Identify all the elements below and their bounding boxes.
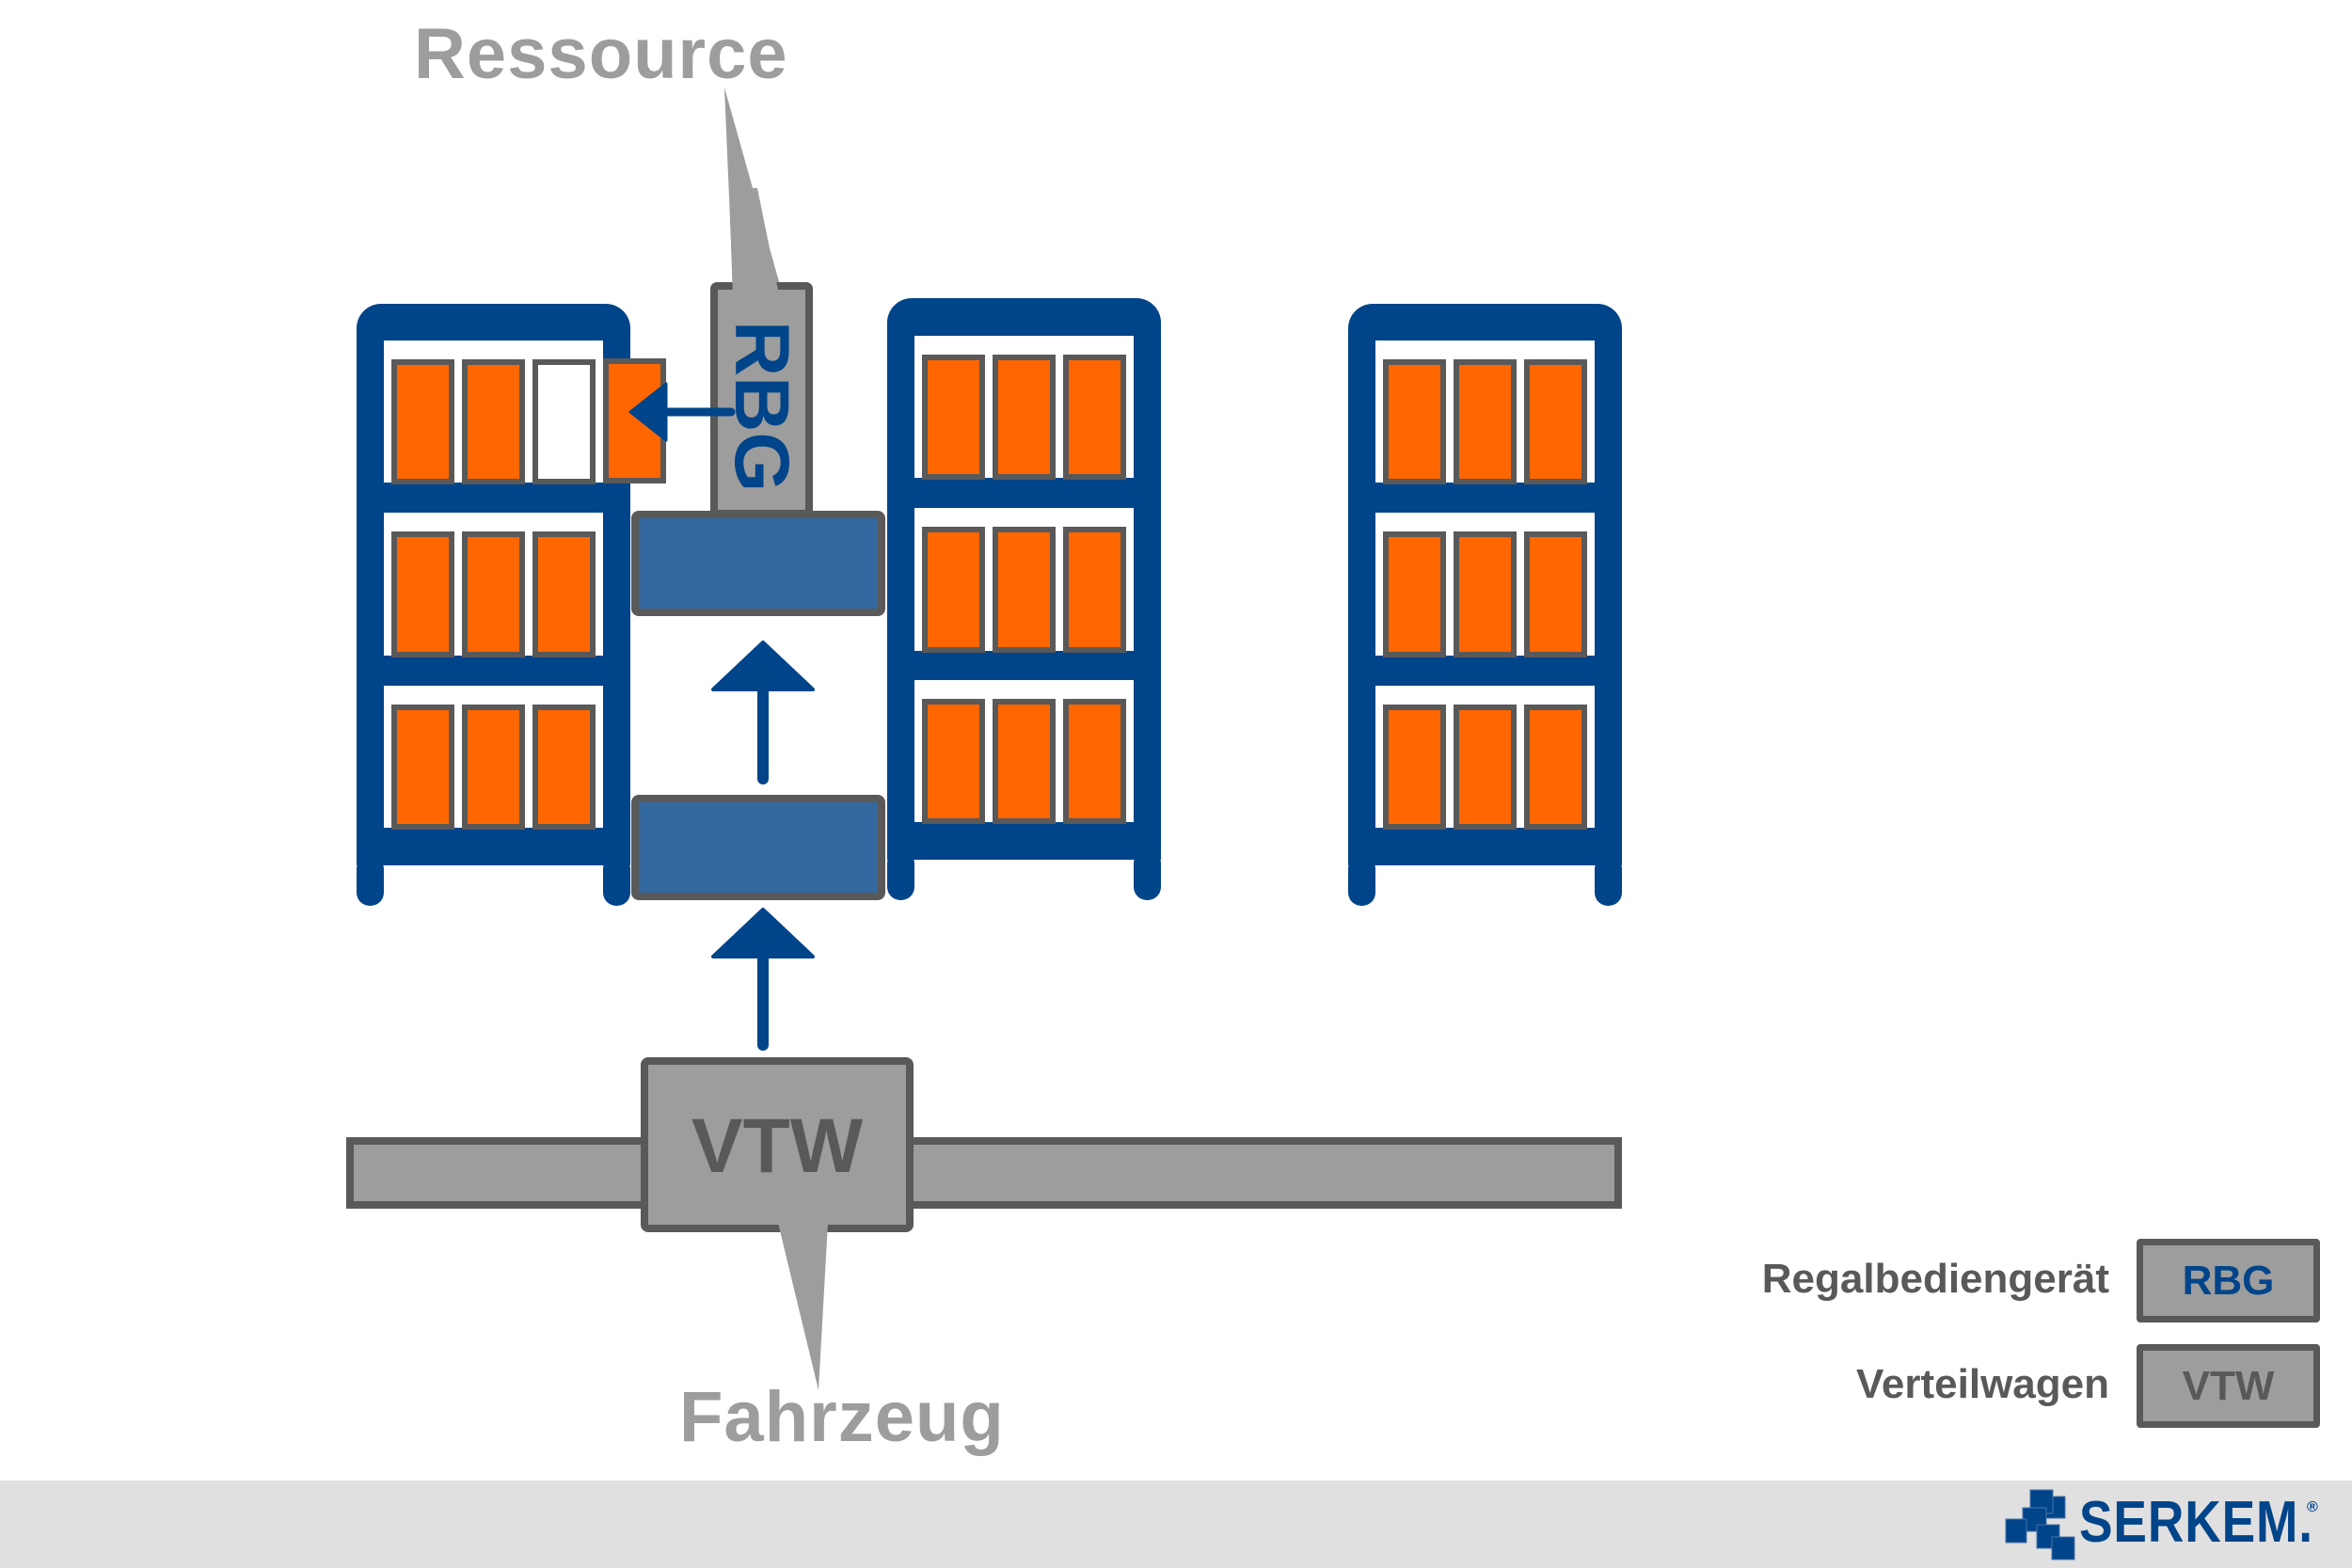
storage-box: [1524, 705, 1587, 830]
rack-leg: [887, 850, 914, 900]
rack-bottom-beam: [357, 837, 630, 865]
legend-label-vtw: Verteilwagen: [1855, 1361, 2109, 1407]
rack-bottom-beam: [1348, 837, 1622, 865]
vtw-vehicle-label: VTW: [691, 1103, 864, 1189]
arrow-up-icon: [711, 641, 815, 784]
vehicle-callout-pointer: [778, 1223, 828, 1390]
storage-box: [922, 699, 985, 824]
storage-box: [1063, 527, 1126, 653]
storage-box: [922, 355, 985, 480]
company-logo-text: SERKEM.: [2079, 1490, 2313, 1555]
storage-box: [391, 359, 454, 484]
rack-middle: [887, 298, 1161, 900]
lift-cart-upper: [631, 511, 885, 616]
legend-abbrev-vtw: VTW: [2182, 1362, 2275, 1409]
storage-box: [1524, 531, 1587, 657]
arrow-left-icon: [628, 382, 736, 442]
distribution-rail: [346, 1137, 1622, 1209]
rack-leg: [603, 856, 630, 906]
rack-bottom-beam: [887, 832, 1161, 860]
storage-box: [1383, 705, 1446, 830]
resource-callout-pointer-overlay: [729, 188, 780, 299]
lift-cart-lower: [631, 795, 885, 900]
storage-box: [1383, 531, 1446, 657]
storage-box: [993, 699, 1056, 824]
legend-abbrev-rbg: RBG: [2182, 1257, 2275, 1304]
legend-label-rbg: Regalbediengerät: [1761, 1256, 2109, 1302]
legend-box-vtw: VTW: [2137, 1344, 2320, 1428]
rack-left: [357, 304, 666, 906]
storage-box: [532, 531, 596, 657]
storage-box: [1524, 359, 1587, 484]
rack-leg: [1134, 850, 1161, 900]
storage-box: [1454, 531, 1517, 657]
empty-slot: [532, 359, 596, 484]
storage-box: [922, 527, 985, 653]
rbg-mast-label: RBG: [719, 320, 804, 493]
resource-label: Ressource: [414, 14, 788, 94]
legend-box-rbg: RBG: [2137, 1239, 2320, 1323]
storage-box: [462, 359, 525, 484]
footer-bar: [0, 1481, 2352, 1568]
registered-mark: ®: [2307, 1499, 2318, 1515]
storage-box: [1454, 705, 1517, 830]
storage-box: [1383, 359, 1446, 484]
storage-box: [532, 705, 596, 830]
storage-box: [391, 705, 454, 830]
rack-group: [357, 298, 1622, 906]
vehicle-label: Fahrzeug: [679, 1377, 1005, 1457]
rack-right: [1348, 304, 1622, 906]
storage-box: [1454, 359, 1517, 484]
storage-box: [462, 531, 525, 657]
rack-leg: [1595, 856, 1622, 906]
storage-box: [993, 527, 1056, 653]
vtw-vehicle: [641, 1057, 914, 1232]
rack-leg: [1348, 856, 1375, 906]
rack-leg: [357, 856, 384, 906]
storage-box: [1063, 699, 1126, 824]
storage-box: [462, 705, 525, 830]
arrow-up-icon: [711, 908, 815, 1051]
storage-box: [993, 355, 1056, 480]
storage-box: [391, 531, 454, 657]
storage-box: [1063, 355, 1126, 480]
